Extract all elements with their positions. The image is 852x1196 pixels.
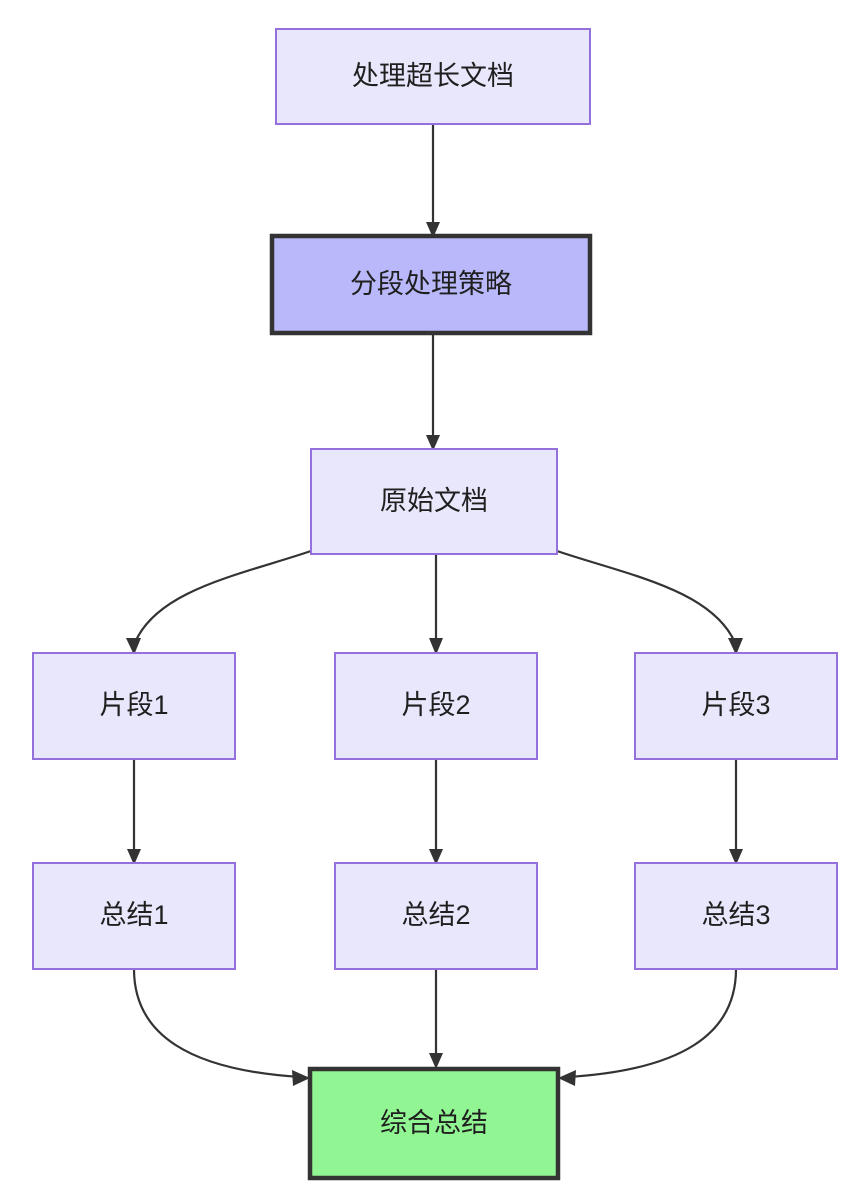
node-summary-2[interactable]: 总结2 (334, 862, 538, 970)
arrow-head-icon (426, 222, 440, 238)
node-box[interactable] (334, 652, 538, 760)
edge-fragment-3-to-summary-3 (729, 759, 743, 865)
arrow-head-icon (126, 638, 141, 655)
arrow-head-icon (729, 849, 743, 865)
arrow-head-icon (429, 849, 443, 865)
edge-summary-2-to-final (429, 969, 443, 1069)
node-box[interactable] (32, 652, 236, 760)
node-final-summary[interactable]: 综合总结 (307, 1066, 561, 1181)
node-box[interactable] (32, 862, 236, 970)
edge-layer (126, 124, 743, 1086)
arrow-head-icon (728, 638, 743, 655)
node-fragment-3[interactable]: 片段3 (634, 652, 838, 760)
node-summary-1[interactable]: 总结1 (32, 862, 236, 970)
arrow-head-icon (127, 849, 141, 865)
arrow-head-icon (558, 1070, 576, 1086)
edge-process-to-strategy (426, 124, 440, 238)
node-box[interactable] (334, 862, 538, 970)
node-source-document[interactable]: 原始文档 (310, 448, 558, 555)
node-box[interactable] (269, 233, 593, 336)
arrow-head-icon (429, 1053, 443, 1069)
node-fragment-2[interactable]: 片段2 (334, 652, 538, 760)
edge-summary-1-to-final (132, 968, 310, 1086)
edge-source-to-fragment-3 (556, 549, 743, 655)
node-process-long-document[interactable]: 处理超长文档 (275, 28, 591, 125)
edge-summary-3-to-final (558, 968, 738, 1086)
edge-fragment-1-to-summary-1 (127, 759, 141, 865)
arrow-head-icon (429, 638, 443, 655)
arrow-head-icon (426, 435, 440, 451)
node-box[interactable] (310, 448, 558, 555)
node-summary-3[interactable]: 总结3 (634, 862, 838, 970)
arrow-head-icon (292, 1070, 310, 1086)
node-chunking-strategy[interactable]: 分段处理策略 (269, 233, 593, 336)
edge-source-to-fragment-1 (126, 549, 312, 655)
edge-source-to-fragment-2 (429, 554, 443, 655)
node-box[interactable] (634, 652, 838, 760)
node-box[interactable] (634, 862, 838, 970)
edge-fragment-2-to-summary-2 (429, 759, 443, 865)
node-layer: 处理超长文档 分段处理策略 原始文档 片段1 片段2 片段3 (32, 28, 838, 1181)
node-fragment-1[interactable]: 片段1 (32, 652, 236, 760)
edge-strategy-to-source (426, 333, 440, 451)
node-box[interactable] (307, 1066, 561, 1181)
node-box[interactable] (275, 28, 591, 125)
